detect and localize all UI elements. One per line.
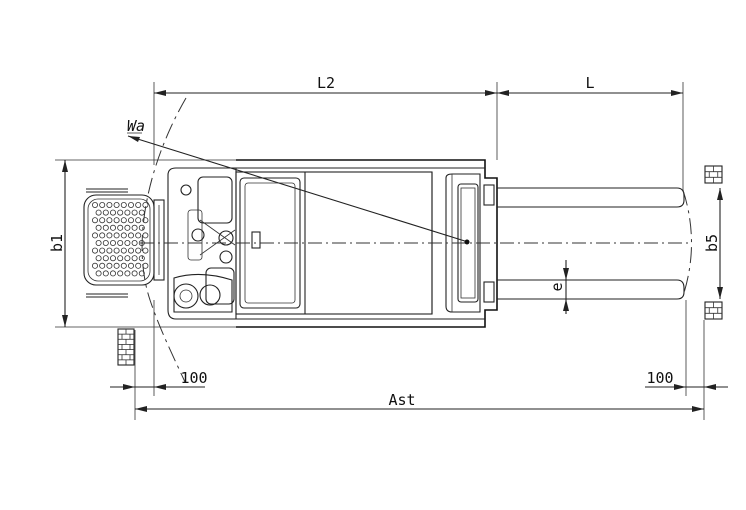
platform-grip-dot xyxy=(95,255,102,262)
platform-grip-dot xyxy=(92,217,99,224)
dimension-e: e xyxy=(548,260,569,314)
platform-grip-dot xyxy=(124,209,131,216)
platform-grip-dot xyxy=(99,232,106,239)
platform-grip-dot xyxy=(102,270,109,277)
platform-grip-dot xyxy=(92,201,99,208)
platform-grip-dot xyxy=(142,262,149,269)
platform-grip-dot xyxy=(124,255,131,262)
platform-grip-dot xyxy=(127,247,134,254)
platform-grip-dot xyxy=(110,239,117,246)
platform-grip-dot xyxy=(102,224,109,231)
dimension-l2-l: L2 L xyxy=(153,74,684,190)
platform-grip-dot xyxy=(95,224,102,231)
platform-grip-dot xyxy=(113,217,120,224)
platform-grip-dot xyxy=(138,224,145,231)
platform-grip-dot xyxy=(142,201,149,208)
load-walls xyxy=(117,165,723,366)
platform-grip-dot xyxy=(135,232,142,239)
platform-grip-dot xyxy=(117,270,124,277)
platform-grip-dot xyxy=(106,201,113,208)
dimension-label-wa: Wa xyxy=(127,117,145,135)
platform-grip-dot xyxy=(142,217,149,224)
platform-grip-dot xyxy=(135,247,142,254)
platform-grip-dot xyxy=(117,239,124,246)
platform-grip-dot xyxy=(120,201,127,208)
platform-grip-dot xyxy=(120,217,127,224)
platform-grip-dot xyxy=(124,239,131,246)
platform-grip-dot xyxy=(131,209,138,216)
truck-chassis xyxy=(167,159,498,328)
platform-grip-dot xyxy=(92,247,99,254)
platform-grip-dot xyxy=(113,201,120,208)
platform-grip-dot xyxy=(110,270,117,277)
platform-grip-dot xyxy=(131,255,138,262)
platform-grip-dot xyxy=(127,217,134,224)
platform-grip-dot xyxy=(142,232,149,239)
dimension-b5: b5 xyxy=(682,188,723,299)
platform-grip-dot xyxy=(113,262,120,269)
platform-grip-dot xyxy=(131,239,138,246)
dimension-label-clearance-left: 100 xyxy=(180,369,207,387)
platform-grip-dot xyxy=(124,270,131,277)
load-center-point xyxy=(464,239,470,245)
platform-grip-dot xyxy=(120,232,127,239)
platform-grip-dot xyxy=(127,262,134,269)
wall-right-top xyxy=(704,165,723,184)
platform-grip-dot xyxy=(127,232,134,239)
platform-grip-dot xyxy=(110,255,117,262)
dimension-label-e: e xyxy=(548,282,566,291)
platform-grip-dot xyxy=(95,209,102,216)
dimension-b1: b1 xyxy=(48,159,236,328)
platform-grip-dot xyxy=(131,224,138,231)
platform-grip-dot xyxy=(117,255,124,262)
dimension-label-b1: b1 xyxy=(48,234,66,252)
platform-grip-dot xyxy=(120,262,127,269)
platform-grip-dot xyxy=(138,255,145,262)
platform-grip-dot xyxy=(138,270,145,277)
platform-grip-dot xyxy=(127,201,134,208)
platform-grip-dot xyxy=(142,247,149,254)
platform-grip-dot xyxy=(102,239,109,246)
dimension-label-l2: L2 xyxy=(317,74,335,92)
platform-grip-dot xyxy=(117,224,124,231)
dimension-label-ast: Ast xyxy=(388,391,415,409)
dimension-label-b5: b5 xyxy=(703,234,721,252)
turning-radius-arc xyxy=(141,97,187,383)
operator-platform xyxy=(83,188,165,298)
platform-grip-dot xyxy=(120,247,127,254)
platform-grip-dot xyxy=(99,201,106,208)
platform-grip-dot xyxy=(99,247,106,254)
platform-grip-dot xyxy=(99,262,106,269)
platform-grip-dot xyxy=(117,209,124,216)
forks xyxy=(497,187,685,300)
platform-grip-dot xyxy=(113,247,120,254)
platform-grip-dot xyxy=(110,224,117,231)
platform-grip-dot xyxy=(106,232,113,239)
platform-grip-dot xyxy=(106,247,113,254)
platform-grip-dot xyxy=(131,270,138,277)
platform-grip-dot xyxy=(124,224,131,231)
wall-left xyxy=(117,328,135,366)
dimension-label-clearance-right: 100 xyxy=(646,369,673,387)
dimension-wa: Wa xyxy=(127,117,469,243)
platform-grip-dot xyxy=(95,270,102,277)
dimension-label-l: L xyxy=(585,74,594,92)
platform-grip-dot xyxy=(110,209,117,216)
platform-grip-dot xyxy=(138,209,145,216)
platform-grip-dot xyxy=(135,262,142,269)
platform-grip-dot xyxy=(99,217,106,224)
wall-right-bottom xyxy=(704,301,723,320)
platform-grip-dot xyxy=(102,209,109,216)
dimension-clearances: 100 100 Ast xyxy=(110,300,728,420)
platform-grip-dot xyxy=(102,255,109,262)
platform-grip-dot xyxy=(106,262,113,269)
platform-grip-dot xyxy=(135,217,142,224)
platform-grip-dot xyxy=(92,262,99,269)
platform-grip-dot xyxy=(113,232,120,239)
platform-grip-dot xyxy=(135,201,142,208)
platform-grip-dot xyxy=(92,232,99,239)
platform-grip-dot xyxy=(95,239,102,246)
platform-grip-dot xyxy=(106,217,113,224)
